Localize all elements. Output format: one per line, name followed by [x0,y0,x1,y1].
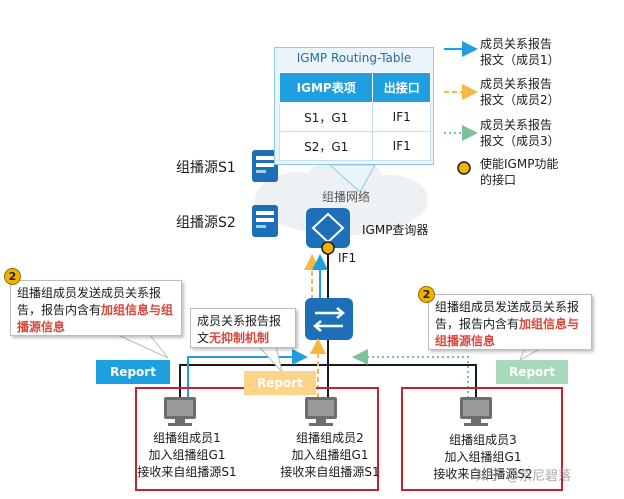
source-s2-server-icon [252,205,278,237]
legend-text-line: 报文（成员3） [480,134,560,148]
report-tag-member1: Report [96,360,170,384]
routing-table-cell: S2，G1 [278,131,374,161]
member1-label: 组播组成员1 加入组播组G1 接收来自组播源S1 [132,430,242,481]
right-callout-text: 组播组成员发送成员关系报告，报告内含有 [435,300,580,331]
legend-member3: 成员关系报告 报文（成员3） [480,117,560,149]
network-label: 组播网络 [322,190,371,204]
routing-table-row: S1，G1 IF1 [278,102,431,132]
member-group: 加入组播组G1 [148,448,226,462]
middle-callout-text: 成员关系报告报文 [197,314,282,345]
legend-text-line: 成员关系报告 [480,118,553,132]
source-s2-label: 组播源S2 [176,215,236,231]
right-callout: 组播组成员发送成员关系报告，报告内含有加组信息与组播源信息 [428,294,592,350]
group-box-member-3 [401,387,563,491]
legend-text-line: 报文（成员1） [480,53,560,67]
step-badge: 2 [418,286,435,303]
left-callout: 组播组成员发送成员关系报告，报告内含有加组信息与组播源信息 [10,280,182,336]
legend-text-line: 的接口 [480,173,517,187]
routing-table-row: S2，G1 IF1 [278,131,431,161]
igmp-routing-table-panel: IGMP Routing-Table IGMP表项 出接口 S1，G1 IF1 … [274,47,434,165]
report-tag-member3: Report [496,360,568,384]
member2-pc-icon [305,397,337,426]
legend-interface-dot [457,161,471,175]
routing-table-cell: S1，G1 [278,102,374,132]
member-name: 组播组成员3 [449,433,517,447]
interface-label: IF1 [338,251,357,265]
switch-icon [305,298,353,340]
routing-table: IGMP表项 出接口 S1，G1 IF1 S2，G1 IF1 [278,72,431,161]
middle-callout-highlight: 无抑制机制 [209,331,270,345]
routing-table-header: 出接口 [372,72,431,103]
legend-text-line: 成员关系报告 [480,37,553,51]
member-name: 组播组成员1 [153,431,221,445]
source-s1-label: 组播源S1 [176,160,236,176]
left-callout-text: 组播组成员发送成员关系报告，报告内含有 [17,286,162,317]
table-pointer [328,164,376,193]
left-callout-pointer [117,334,169,359]
member-name: 组播组成员2 [296,431,364,445]
routing-table-cell: IF1 [372,131,431,161]
member3-pc-icon [460,397,492,426]
legend-interface: 使能IGMP功能 的接口 [480,156,558,188]
member-source: 接收来自组播源S2 [433,467,533,481]
member-group: 加入组播组G1 [291,448,369,462]
member-source: 接收来自组播源S1 [137,465,237,479]
querier-label: IGMP查询器 [362,223,429,237]
member-source: 接收来自组播源S1 [280,465,380,479]
member-group: 加入组播组G1 [444,450,522,464]
routing-table-header: IGMP表项 [278,72,374,103]
source-s1-server-icon [252,150,278,182]
report-tag-member2: Report [244,371,316,395]
middle-callout: 成员关系报告报文无抑制机制 [190,308,296,348]
left-callout-highlight: 加组信息与组播源信息 [17,303,174,334]
legend-text-line: 报文（成员2） [480,93,560,107]
right-callout-highlight: 加组信息与组播源信息 [435,317,580,348]
arrow-member3-path [352,349,469,398]
member2-label: 组播组成员2 加入组播组G1 接收来自组播源S1 [268,430,392,481]
routing-table-title: IGMP Routing-Table [296,51,412,65]
member1-pc-icon [164,397,196,426]
routing-table-header-row: IGMP表项 出接口 [278,72,431,103]
member3-label: 组播组成员3 加入组播组G1 接收来自组播源S2 [418,432,548,483]
step-badge: 2 [4,268,21,285]
watermark: 知乎 @京尼碧落 [476,469,572,484]
routing-table-cell: IF1 [372,102,431,132]
igmp-interface-dot [321,241,335,255]
legend-text-line: 使能IGMP功能 [480,157,559,171]
legend-member2: 成员关系报告 报文（成员2） [480,76,560,108]
legend-member1: 成员关系报告 报文（成员1） [480,36,560,68]
legend-text-line: 成员关系报告 [480,77,553,91]
arrow-member1-path [187,349,308,398]
